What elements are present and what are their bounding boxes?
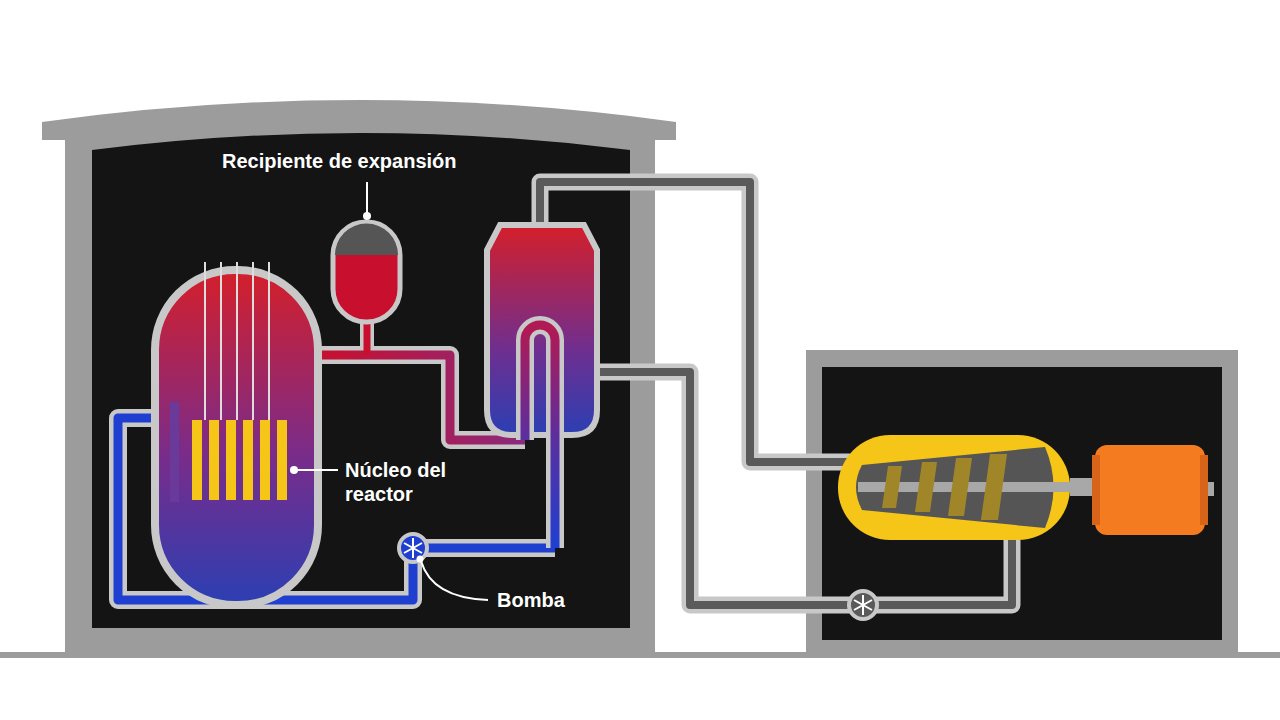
leader-line — [421, 561, 488, 600]
fuel-rod — [243, 420, 253, 500]
blade — [882, 466, 902, 508]
blade — [915, 462, 937, 512]
downcomer — [170, 402, 179, 502]
pump-body — [849, 591, 877, 619]
leader-lines — [294, 182, 488, 600]
generator-shaft — [1208, 482, 1214, 496]
leader-dot — [417, 556, 424, 563]
containment-interior — [92, 133, 630, 628]
leader-dot — [363, 212, 371, 220]
control-rod — [268, 262, 270, 420]
containment-wall — [65, 128, 655, 655]
ground-line — [0, 652, 1280, 658]
fuel-rod — [209, 420, 219, 500]
pressurizer-steam — [335, 224, 398, 255]
pressurizer — [333, 222, 400, 322]
secondary-loop — [540, 182, 1012, 605]
leader-line — [294, 469, 338, 471]
fuel-rod — [277, 420, 287, 500]
coupling — [1070, 478, 1095, 496]
turbine-building — [806, 350, 1238, 655]
blade — [981, 454, 1007, 520]
generator-end — [1200, 455, 1208, 525]
fuel-rod — [260, 420, 270, 500]
fuel-rod — [226, 420, 236, 500]
part-label: Recipiente de expansión — [222, 149, 457, 173]
fuel-assemblies — [192, 420, 287, 500]
primary-pump — [399, 534, 427, 562]
control-rod — [252, 262, 254, 420]
control-rod — [236, 262, 238, 420]
leader-dots — [290, 212, 424, 563]
fuel-rod — [192, 420, 202, 500]
control-rod — [204, 262, 206, 420]
generator-end — [1092, 455, 1100, 525]
part-label: Núcleo del reactor — [345, 458, 457, 506]
pump-impeller — [854, 595, 872, 615]
leader-dot — [290, 466, 298, 474]
generator — [1095, 445, 1205, 535]
turbine-blades — [882, 454, 1007, 520]
part-label: Bomba — [497, 588, 565, 612]
blade — [948, 458, 972, 516]
control-rods — [205, 262, 269, 420]
control-rod — [220, 262, 222, 420]
pump-body — [399, 534, 427, 562]
u-tube — [525, 325, 555, 548]
leader-line — [366, 182, 368, 214]
feed-pump — [849, 591, 877, 619]
pump-impeller — [404, 538, 422, 558]
u-tube-outline — [525, 325, 555, 548]
